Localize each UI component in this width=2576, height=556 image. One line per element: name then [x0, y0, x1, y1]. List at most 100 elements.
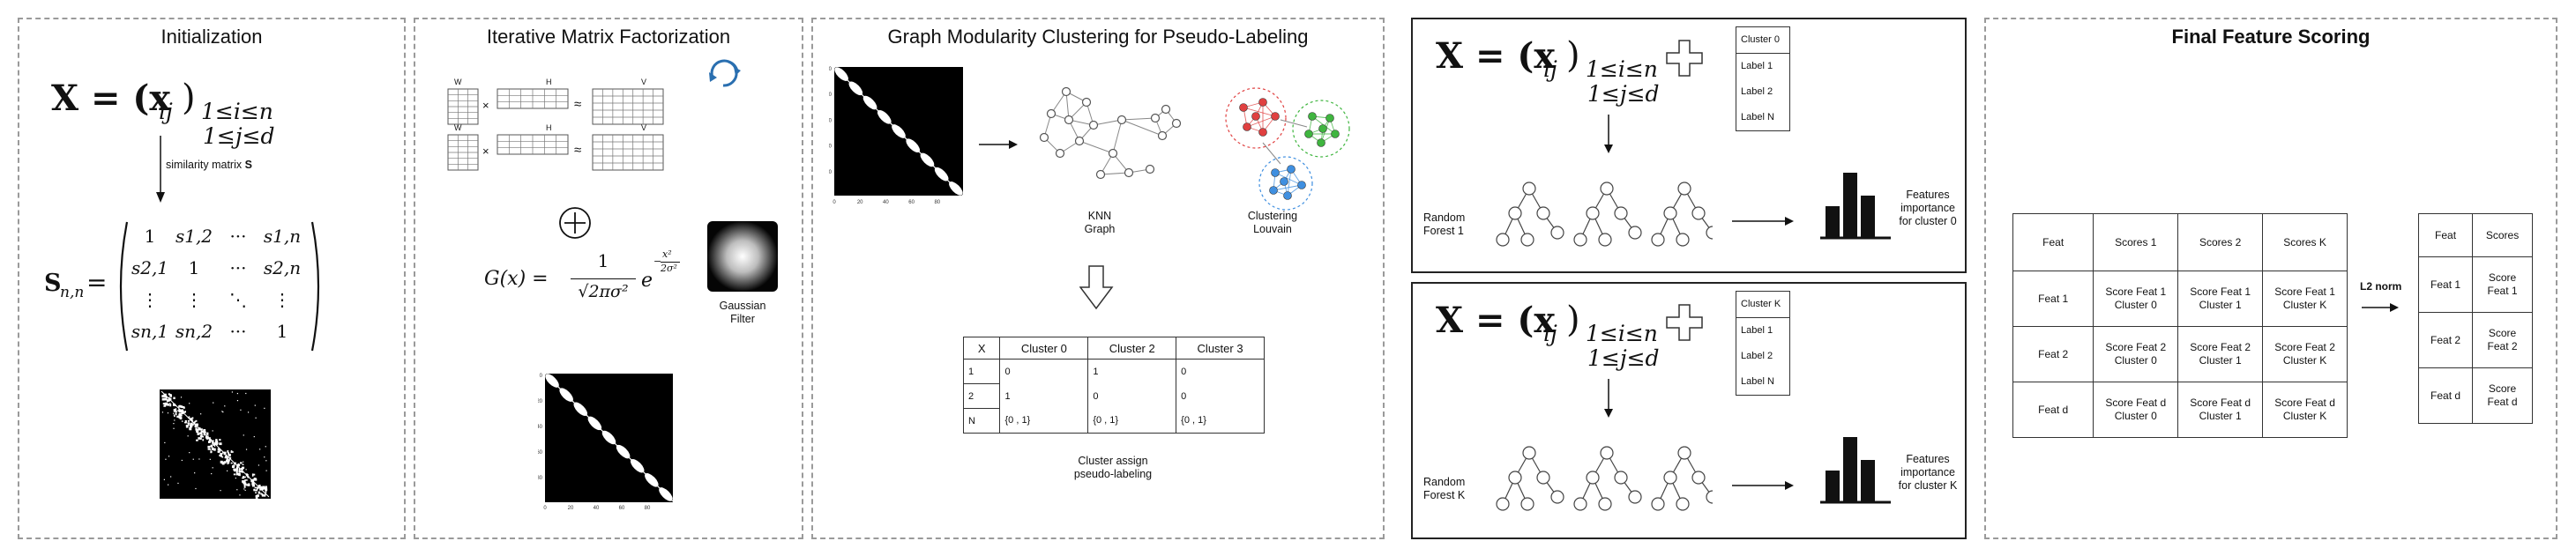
- table-cell: 2: [962, 383, 1001, 409]
- heatmap-dot: [254, 489, 258, 492]
- louvain-node: [1280, 177, 1288, 186]
- louvain-bridge: [1280, 119, 1308, 128]
- hollow-down-arrow: [1079, 265, 1114, 310]
- similarity-label: similarity matrix S: [166, 159, 252, 171]
- heatmap-dot: [184, 421, 187, 424]
- heatmap-dot: [251, 484, 256, 487]
- y-tick-label: 0: [829, 67, 833, 72]
- heatmap-dot: [195, 419, 198, 422]
- tree-node: [1536, 206, 1550, 220]
- tree-node: [1573, 497, 1587, 511]
- filter-label-line1: Gaussian: [719, 300, 766, 312]
- similarity-label-symbol: S: [244, 159, 252, 171]
- heatmap-dot: [187, 423, 190, 426]
- plus-circle: [559, 207, 591, 239]
- importance-bar-chart: [1820, 173, 1891, 240]
- heatmap-noise: [236, 392, 239, 395]
- matrix-cell: 1: [276, 321, 288, 342]
- knn-label-line1: KNN: [1087, 210, 1112, 222]
- heatmap-noise: [264, 456, 265, 458]
- heatmap-dot: [221, 462, 225, 465]
- heatmap-dot: [255, 492, 257, 494]
- heatmap-dot: [201, 434, 203, 437]
- heatmap-noise: [245, 392, 247, 395]
- knn-node: [1145, 164, 1155, 174]
- heatmap-noise: [253, 435, 255, 438]
- heatmap-dot: [178, 412, 183, 417]
- heatmap-dot: [164, 402, 168, 406]
- similarity-heatmap: [160, 389, 271, 500]
- heatmap-noise: [194, 472, 196, 474]
- matrix-w-label: W: [454, 123, 462, 132]
- heatmap-dot: [240, 462, 243, 464]
- heatmap-dot: [230, 451, 234, 453]
- heatmap-noise: [245, 469, 247, 471]
- heatmap-dot: [213, 442, 217, 446]
- filter-label-line2: Filter: [730, 313, 755, 325]
- table-cell: Score Feat d: [2472, 367, 2533, 424]
- y-tick-label: 0: [540, 374, 543, 379]
- tree-node: [1508, 206, 1522, 220]
- matrix-cell: ···: [229, 321, 247, 342]
- cluster-assign-caption: Cluster assign pseudo-labeling: [1042, 455, 1183, 481]
- approx-sign: ≈: [574, 143, 582, 158]
- table-cell: Feat 2: [2012, 326, 2094, 382]
- x-tick-label: 40: [883, 200, 889, 205]
- label-item: Cluster K: [1736, 292, 1789, 318]
- heatmap-dot: [207, 441, 210, 443]
- table-cell: Score Feat 1 Cluster 0: [2093, 271, 2179, 327]
- heatmap-noise: [173, 414, 175, 416]
- x-lhs: X = (x: [51, 78, 171, 119]
- tree-node: [1598, 497, 1612, 511]
- louvain-node: [1304, 130, 1313, 138]
- heatmap-dot: [235, 473, 240, 476]
- importance-bar: [1826, 471, 1840, 502]
- heatmap-dot: [190, 424, 193, 427]
- heatmap-dot: [202, 439, 205, 441]
- heatmap-dot: [242, 480, 245, 483]
- heatmap-noise: [169, 403, 171, 404]
- y-tick-label: 60: [829, 145, 833, 150]
- knn-node: [1064, 115, 1074, 125]
- heatmap-dot: [211, 447, 214, 450]
- heatmap-dot: [252, 478, 255, 481]
- knn-edge: [1065, 91, 1070, 121]
- matrix-cell: s1,2: [175, 226, 213, 247]
- heatmap-dot: [207, 445, 211, 449]
- importance-bar: [1826, 206, 1840, 238]
- heatmap-noise: [258, 464, 260, 466]
- gaussian-filter-label: Gaussian Filter: [698, 300, 788, 326]
- heatmap-dot: [175, 408, 177, 411]
- importance-line2: importance: [1900, 202, 1955, 214]
- heatmap-dot: [225, 455, 228, 458]
- tree-node: [1600, 182, 1614, 196]
- heatmap-dot: [169, 395, 173, 397]
- table-cell: Feat 2: [2417, 312, 2474, 368]
- louvain-node: [1269, 186, 1278, 195]
- heatmap-dot: [251, 482, 255, 486]
- importance-bar-chart: [1820, 437, 1891, 504]
- heatmap-dot: [166, 399, 169, 402]
- l2-norm-arrow: [2362, 303, 2399, 312]
- panel-title: Iterative Matrix Factorization: [486, 26, 731, 48]
- matrix-cell: s2,n: [263, 257, 302, 278]
- heatmap-dot: [194, 425, 198, 427]
- x-lhs: X = (x: [1436, 300, 1556, 341]
- heatmap-noise: [173, 412, 175, 414]
- tree-node: [1550, 226, 1564, 240]
- knn-louvain-graphs: [1039, 86, 1350, 211]
- matrix-h-label: H: [546, 78, 552, 86]
- heatmap-dot: [243, 480, 246, 483]
- tree-node: [1522, 182, 1536, 196]
- heatmap-dot: [235, 466, 239, 471]
- panel-title: Final Feature Scoring: [2171, 26, 2371, 48]
- heatmap-dot: [168, 397, 172, 401]
- x-rparen: ): [1566, 300, 1580, 340]
- forest-label-line1: Random: [1423, 476, 1466, 488]
- matrix-v-label: V: [641, 78, 647, 86]
